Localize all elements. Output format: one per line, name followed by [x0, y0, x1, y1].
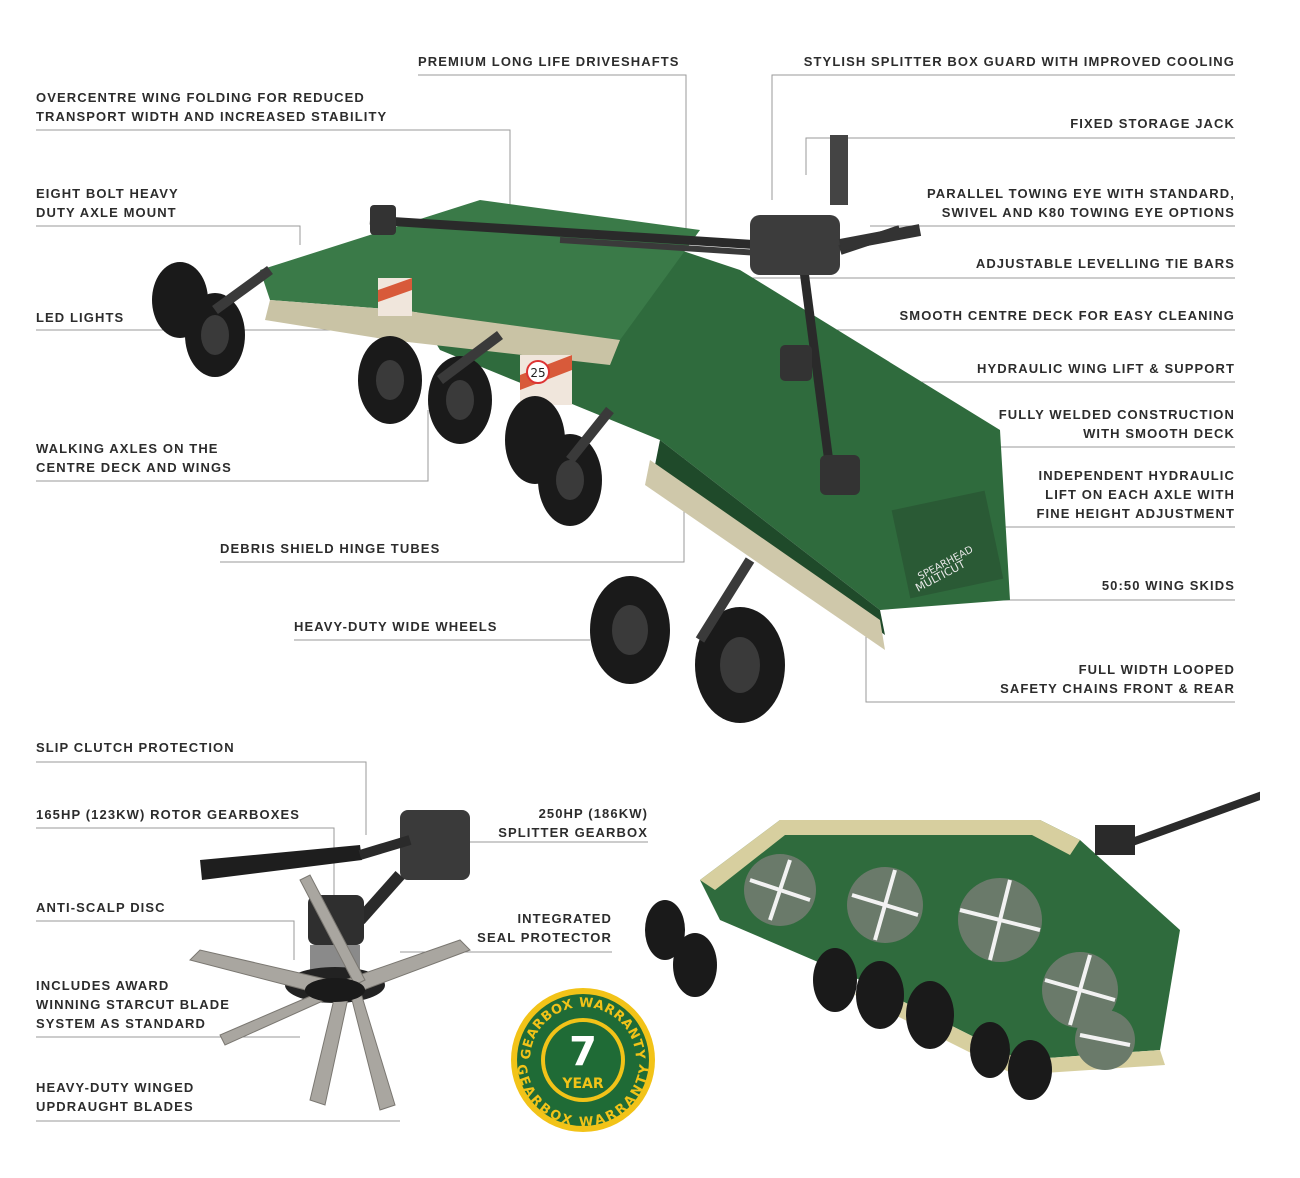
label-welded-2: WITH SMOOTH DECK: [1083, 426, 1235, 441]
label-independent-1: INDEPENDENT HYDRAULIC: [1038, 468, 1235, 483]
label-overcentre-1: OVERCENTRE WING FOLDING FOR REDUCED: [36, 90, 365, 105]
label-rotor-gearboxes: 165HP (123KW) ROTOR GEARBOXES: [36, 807, 301, 822]
label-walking-axles-2: CENTRE DECK AND WINGS: [36, 460, 232, 475]
label-chains-1: FULL WIDTH LOOPED: [1078, 662, 1235, 677]
label-smooth-deck: SMOOTH CENTRE DECK FOR EASY CLEANING: [899, 308, 1235, 323]
speed-sign: 25: [530, 366, 545, 380]
label-welded-1: FULLY WELDED CONSTRUCTION: [998, 407, 1235, 422]
badge-years: 7: [569, 1029, 597, 1075]
label-led-lights: LED LIGHTS: [36, 310, 125, 325]
label-independent-2: LIFT ON EACH AXLE WITH: [1045, 487, 1235, 502]
label-starcut-3: SYSTEM AS STANDARD: [36, 1016, 207, 1031]
label-wing-lift: HYDRAULIC WING LIFT & SUPPORT: [977, 361, 1235, 376]
label-seal-2: SEAL PROTECTOR: [477, 930, 612, 945]
label-seal-1: INTEGRATED: [517, 911, 612, 926]
label-blades-1: HEAVY-DUTY WINGED: [36, 1080, 195, 1095]
label-starcut-1: INCLUDES AWARD: [36, 978, 170, 993]
label-chains-2: SAFETY CHAINS FRONT & REAR: [1000, 681, 1235, 696]
label-blades-2: UPDRAUGHT BLADES: [36, 1099, 194, 1114]
label-axle-mount-1: EIGHT BOLT HEAVY: [36, 186, 179, 201]
underside-illustration: [645, 791, 1260, 1100]
label-slip-clutch: SLIP CLUTCH PROTECTION: [36, 740, 235, 755]
label-independent-3: FINE HEIGHT ADJUSTMENT: [1036, 506, 1235, 521]
mower-illustration: 25 SPEARHEAD MULTICUT: [152, 135, 1010, 723]
label-splitter-gearbox-1: 250HP (186KW): [538, 806, 648, 821]
label-wing-skids: 50:50 WING SKIDS: [1101, 578, 1235, 593]
label-towing-eye-2: SWIVEL AND K80 TOWING EYE OPTIONS: [941, 205, 1235, 220]
label-splitter-guard: STYLISH SPLITTER BOX GUARD WITH IMPROVED…: [803, 54, 1235, 69]
label-debris-tubes: DEBRIS SHIELD HINGE TUBES: [220, 541, 441, 556]
badge-unit: YEAR: [561, 1076, 604, 1092]
warranty-badge: GEARBOX WARRANTY GEARBOX WARRANTY 7 YEAR: [511, 988, 655, 1132]
label-starcut-2: WINNING STARCUT BLADE: [36, 997, 231, 1012]
label-splitter-gearbox-2: SPLITTER GEARBOX: [498, 825, 648, 840]
label-towing-eye-1: PARALLEL TOWING EYE WITH STANDARD,: [927, 186, 1235, 201]
label-overcentre-2: TRANSPORT WIDTH AND INCREASED STABILITY: [36, 109, 388, 124]
label-tie-bars: ADJUSTABLE LEVELLING TIE BARS: [975, 256, 1235, 271]
label-axle-mount-2: DUTY AXLE MOUNT: [36, 205, 177, 220]
label-anti-scalp: ANTI-SCALP DISC: [36, 900, 166, 915]
label-storage-jack: FIXED STORAGE JACK: [1070, 116, 1235, 131]
label-premium-driveshafts: PREMIUM LONG LIFE DRIVESHAFTS: [418, 54, 680, 69]
label-walking-axles-1: WALKING AXLES ON THE: [36, 441, 219, 456]
label-wide-wheels: HEAVY-DUTY WIDE WHEELS: [294, 619, 498, 634]
rotor-assembly-illustration: [189, 810, 471, 1111]
